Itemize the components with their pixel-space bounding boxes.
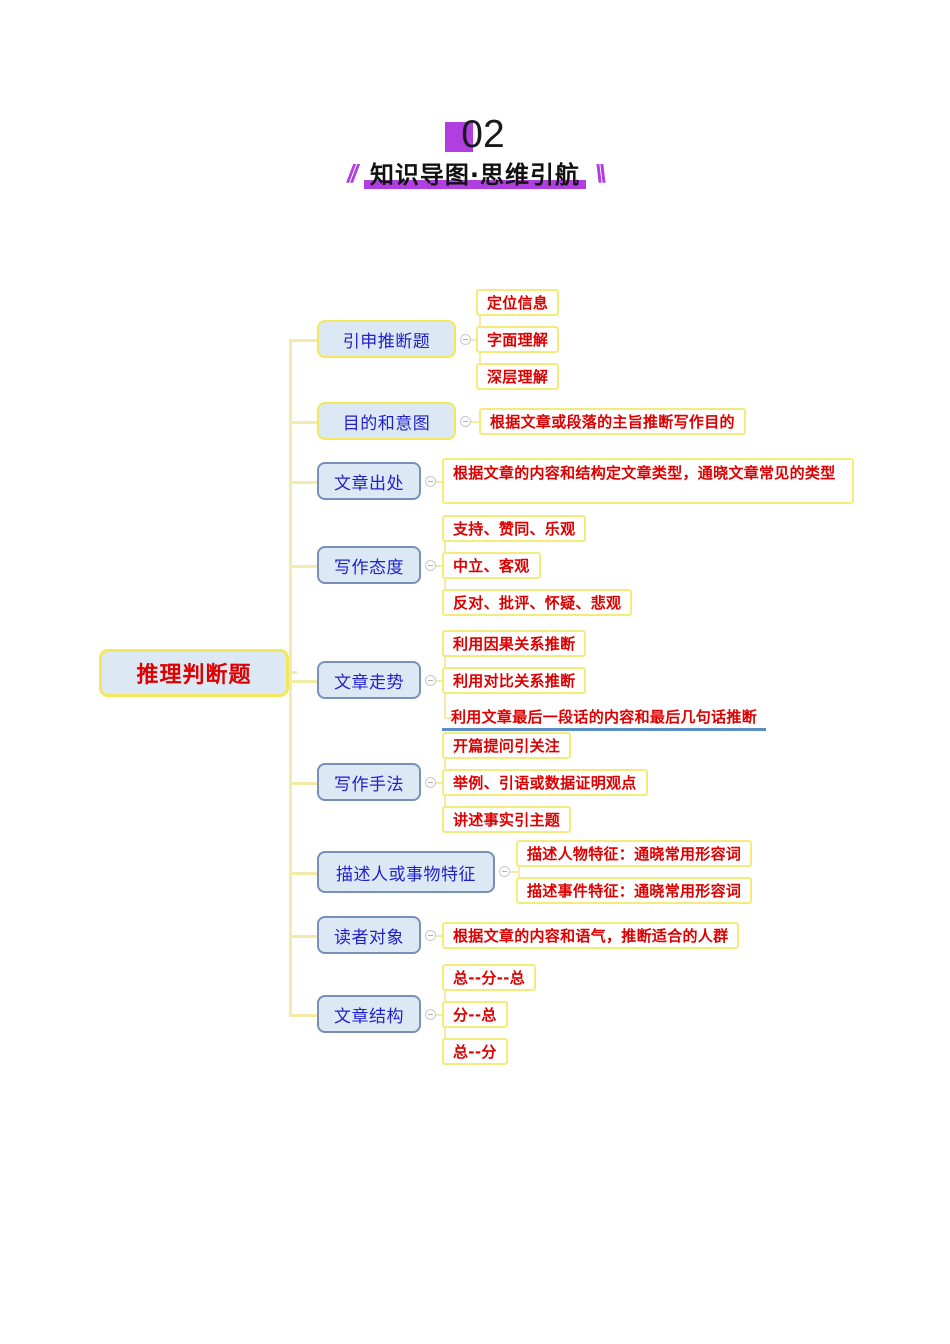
leaf-node[interactable]: 根据文章或段落的主旨推断写作目的 — [479, 408, 746, 435]
leaf-node[interactable]: 中立、客观 — [442, 552, 541, 579]
trunk-stub-2 — [289, 421, 317, 424]
leaf-node[interactable]: 举例、引语或数据证明观点 — [442, 769, 648, 796]
collapse-toggle-5[interactable] — [425, 675, 436, 686]
branch-node-1[interactable]: 引申推断题 — [317, 320, 456, 358]
branch-2-stem — [471, 421, 483, 423]
slash-left-icon: // — [347, 160, 358, 188]
branch-5-stem — [436, 680, 445, 682]
leaf-node[interactable]: 根据文章的内容和结构定文章类型，通晓文章常见的类型 — [442, 458, 854, 504]
branch-9-stem — [436, 1014, 445, 1016]
collapse-toggle-7[interactable] — [499, 866, 510, 877]
trunk-stub-1 — [289, 339, 317, 342]
collapse-toggle-2[interactable] — [460, 416, 471, 427]
trunk-stub-4 — [289, 565, 317, 568]
header-title-row: // 知识导图·思维引航 \\ — [0, 160, 950, 190]
root-trunk-line — [289, 339, 292, 1014]
collapse-toggle-3[interactable] — [425, 476, 436, 487]
leaf-node[interactable]: 支持、赞同、乐观 — [442, 515, 587, 542]
leaf-node[interactable]: 根据文章的内容和语气，推断适合的人群 — [442, 922, 740, 949]
mindmap-canvas: 推理判断题 引申推断题 定位信息 字面理解 深层理解 目的和意图 根据文章或段落… — [0, 278, 950, 1078]
leaf-node[interactable]: 字面理解 — [476, 326, 560, 353]
branch-3-stem — [436, 481, 446, 483]
collapse-toggle-1[interactable] — [460, 334, 471, 345]
branch-7-stem — [510, 871, 519, 873]
leaf-node[interactable]: 深层理解 — [476, 363, 560, 390]
trunk-stub-5 — [289, 680, 317, 683]
branch-node-9[interactable]: 文章结构 — [317, 995, 421, 1033]
mindmap-root-node[interactable]: 推理判断题 — [99, 649, 289, 697]
collapse-toggle-4[interactable] — [425, 560, 436, 571]
leaf-node[interactable]: 开篇提问引关注 — [442, 732, 572, 759]
branch-node-8[interactable]: 读者对象 — [317, 916, 421, 954]
leaf-node[interactable]: 总--分--总 — [442, 964, 537, 991]
branch-5-arm-3 — [444, 717, 452, 719]
branch-8-stem — [436, 935, 446, 937]
branch-node-6[interactable]: 写作手法 — [317, 763, 421, 801]
branch-1-stem — [471, 339, 480, 341]
trunk-stub-9 — [289, 1014, 317, 1017]
trunk-stub-7 — [289, 872, 317, 875]
leaf-node[interactable]: 利用对比关系推断 — [442, 667, 587, 694]
root-connector-stub — [289, 671, 297, 674]
section-number: 02 — [461, 113, 505, 156]
branch-node-4[interactable]: 写作态度 — [317, 546, 421, 584]
purple-square-icon — [445, 122, 474, 152]
header-title-wrap: 知识导图·思维引航 — [363, 160, 587, 190]
branch-node-3[interactable]: 文章出处 — [317, 462, 421, 500]
page-header: 02 // 知识导图·思维引航 \\ — [0, 112, 950, 190]
trunk-stub-8 — [289, 935, 317, 938]
branch-node-5[interactable]: 文章走势 — [317, 661, 421, 699]
slash-right-icon: \\ — [595, 160, 606, 188]
page-title: 知识导图·思维引航 — [369, 161, 581, 189]
branch-node-7[interactable]: 描述人或事物特征 — [317, 851, 495, 893]
leaf-node[interactable]: 利用因果关系推断 — [442, 630, 587, 657]
collapse-toggle-9[interactable] — [425, 1009, 436, 1020]
leaf-node[interactable]: 讲述事实引主题 — [442, 806, 572, 833]
collapse-toggle-8[interactable] — [425, 930, 436, 941]
leaf-node-underlined[interactable]: 利用文章最后一段话的内容和最后几句话推断 — [442, 704, 767, 731]
trunk-stub-6 — [289, 782, 317, 785]
branch-4-stem — [436, 565, 445, 567]
trunk-stub-3 — [289, 481, 317, 484]
collapse-toggle-6[interactable] — [425, 777, 436, 788]
leaf-node[interactable]: 描述事件特征：通晓常用形容词 — [516, 877, 753, 904]
branch-7-spine — [518, 853, 520, 891]
leaf-node[interactable]: 描述人物特征：通晓常用形容词 — [516, 840, 753, 867]
leaf-node[interactable]: 反对、批评、怀疑、悲观 — [442, 589, 633, 616]
leaf-node[interactable]: 总--分 — [442, 1038, 508, 1065]
leaf-node[interactable]: 分--总 — [442, 1001, 508, 1028]
header-number-row: 02 — [0, 112, 950, 158]
leaf-node[interactable]: 定位信息 — [476, 289, 560, 316]
branch-node-2[interactable]: 目的和意图 — [317, 402, 456, 440]
title-highlight-bar — [363, 180, 587, 189]
branch-6-stem — [436, 782, 445, 784]
